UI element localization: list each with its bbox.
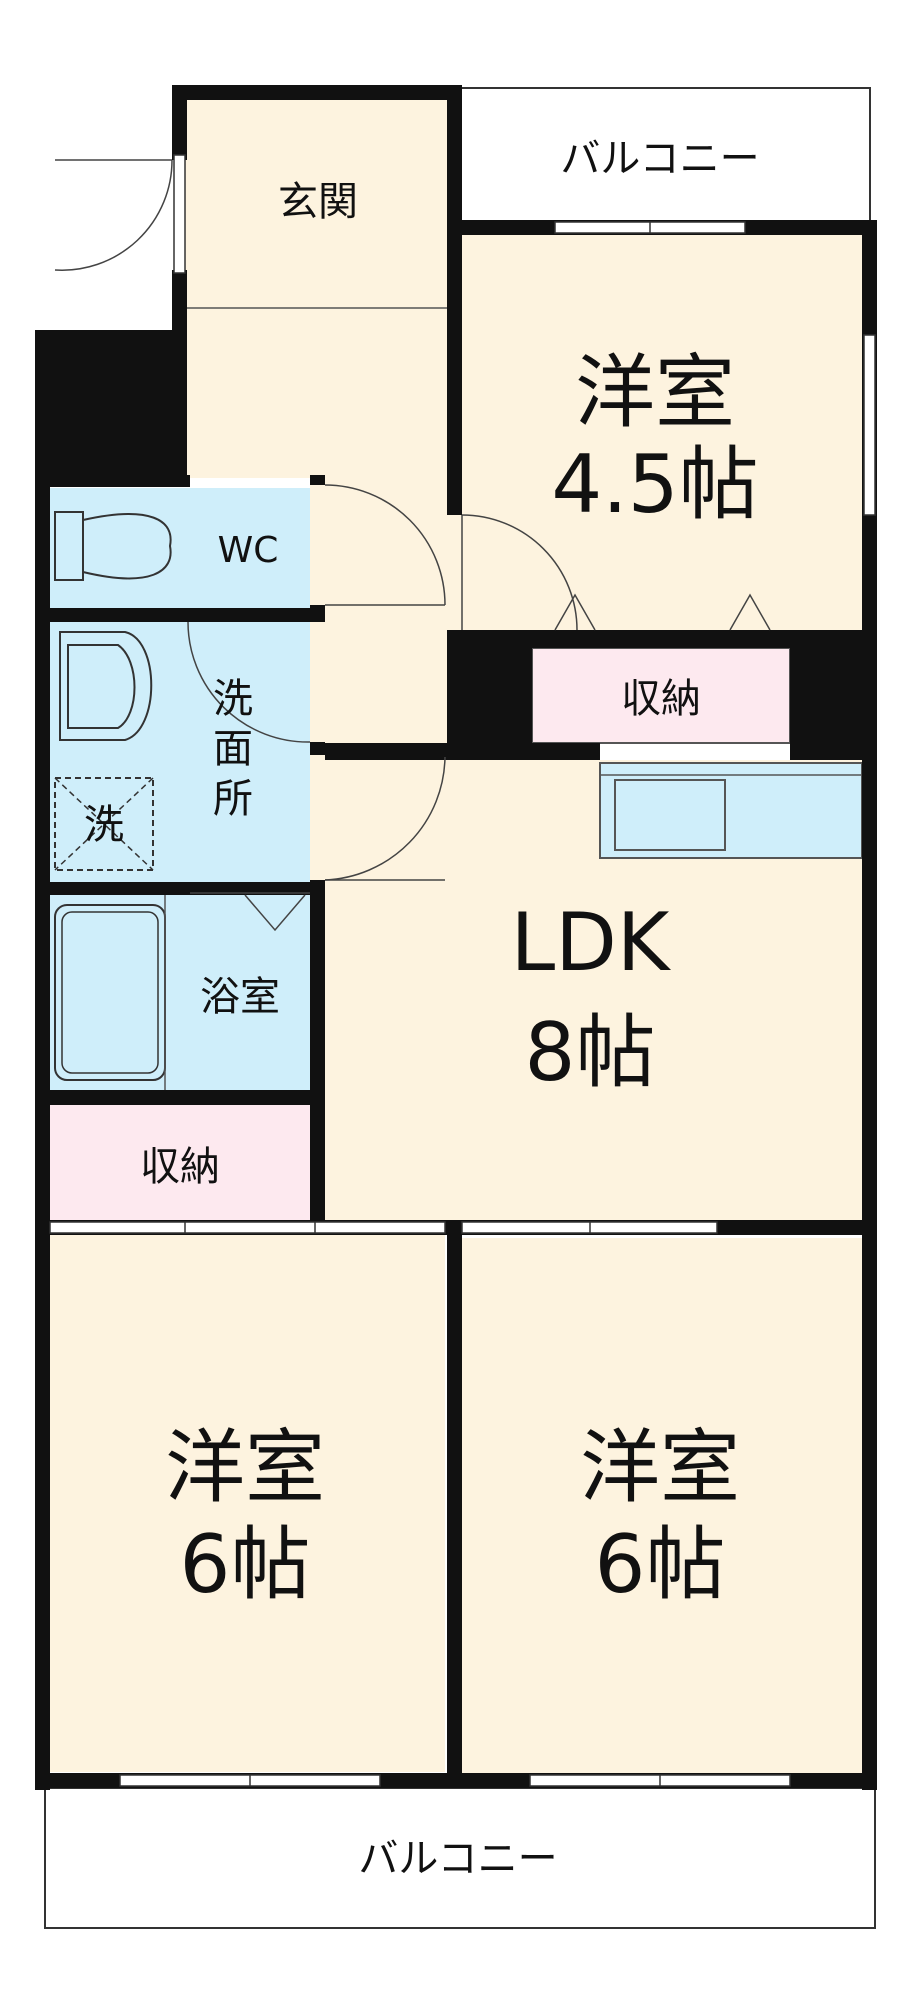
ldk-size: 8帖 [525,1006,656,1099]
wc-label: WC [218,530,279,571]
ldk-name: LDK [511,896,672,989]
washroom-label-2: 面 [213,726,253,772]
western-6-left-size: 6帖 [180,1518,311,1611]
washroom-label-1: 洗 [213,676,253,722]
exterior-wall-left-block [35,330,190,480]
western-6-right-floor [460,1238,865,1773]
storage-upper-label: 収納 [621,676,701,722]
balcony-bottom-area [44,1787,876,1929]
entrance-floor [185,98,450,308]
bath-label: 浴室 [200,974,280,1020]
western-45-floor [460,235,865,635]
toilet-icon [54,511,172,581]
western-6-right-name: 洋室 [580,1421,740,1514]
western-6-left-floor [50,1232,445,1772]
entrance-label: 玄関 [278,179,358,225]
wash-basin-icon [59,631,153,741]
washer-label: 洗 [84,802,124,848]
western-45-size: 4.5帖 [551,438,758,531]
western-6-left-name: 洋室 [165,1421,325,1514]
doors [54,159,771,932]
balcony-bottom-label: バルコニー [358,1836,557,1882]
storage-lower-floor [50,1105,310,1220]
sink-icon [614,779,726,851]
storage-lower-label: 収納 [140,1144,220,1190]
hall-floor [185,308,450,478]
western-6-right-size: 6帖 [595,1518,726,1611]
western-45-name: 洋室 [575,346,735,439]
hall-lower-floor [315,478,450,768]
bathtub-icon [54,904,166,1081]
washroom-label-3: 所 [213,776,253,822]
balcony-top-area [459,87,871,229]
storage-upper-floor [531,647,791,744]
balcony-top-label: バルコニー [560,136,759,182]
